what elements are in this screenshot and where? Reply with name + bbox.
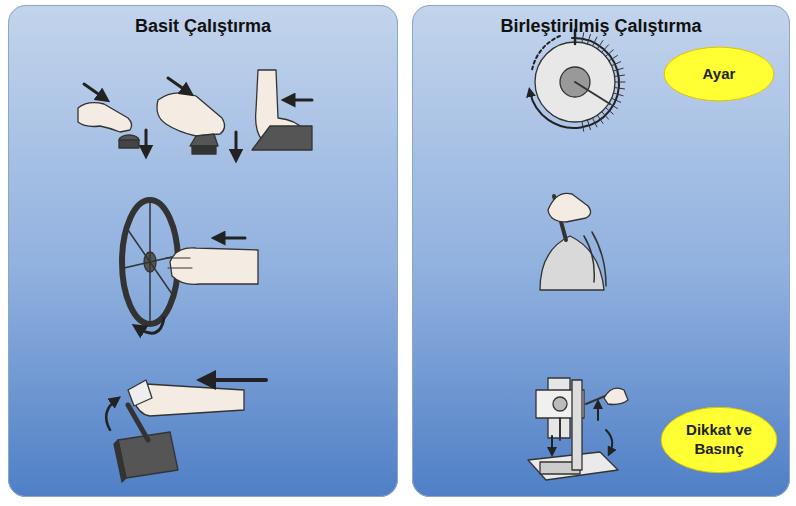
dial-tick [609, 103, 617, 108]
panel: Birleştirilmiş ÇalıştırmaAyarDikkat ve B… [412, 5, 790, 497]
dial-tick [609, 56, 617, 61]
dial-tick [582, 121, 584, 131]
dial-tick [613, 93, 623, 96]
dial-tick [612, 98, 621, 102]
dial-tick [615, 82, 625, 83]
dial-tick [587, 120, 590, 130]
dial-tick [602, 45, 609, 52]
dial-tick [597, 41, 603, 49]
dial-tick [612, 62, 621, 66]
panel-fill [412, 5, 790, 497]
dial-tick [606, 50, 614, 56]
hand-knob [157, 78, 236, 156]
hand-wheel [122, 200, 258, 333]
dial-tick [602, 112, 609, 119]
callout-ellipse: Dikkat ve Basınç [660, 406, 778, 474]
callout-ellipse: Ayar [663, 46, 775, 102]
dial-tick [615, 88, 625, 89]
hand-lever [106, 380, 266, 482]
dial-tick [613, 68, 623, 71]
panel-heading: Birleştirilmiş Çalıştırma [413, 6, 789, 37]
panel: Basit Çalıştırma [8, 5, 398, 497]
dial-tick [593, 37, 597, 46]
dial [530, 30, 625, 131]
panel-heading: Basit Çalıştırma [9, 6, 397, 37]
drill-press [528, 378, 628, 480]
callout-text: Dikkat ve Basınç [678, 421, 760, 459]
finger-button [78, 84, 146, 152]
foot-pedal [252, 70, 312, 150]
dial-tick [593, 118, 597, 127]
dial-tick [597, 115, 603, 123]
dial-tick [606, 108, 614, 114]
panel-fill [8, 5, 398, 497]
gated-lever [540, 193, 606, 290]
dial-tick [615, 75, 625, 76]
callout-text: Ayar [703, 65, 736, 84]
